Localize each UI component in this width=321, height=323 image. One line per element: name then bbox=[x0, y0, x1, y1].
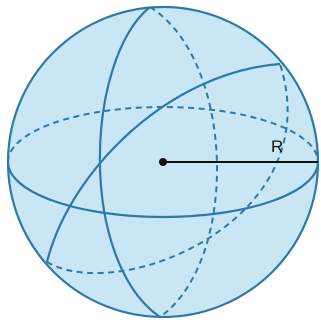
radius-label: R bbox=[271, 137, 283, 156]
meridian-back-arc bbox=[149, 6, 218, 318]
tilted-great-circle-back-arc bbox=[46, 63, 289, 275]
tilted-great-circle-front-arc bbox=[45, 62, 281, 263]
meridian-front-arc bbox=[98, 6, 161, 318]
equator-front-arc bbox=[6, 161, 320, 219]
equator-back-arc bbox=[7, 106, 319, 163]
center-point bbox=[159, 158, 167, 166]
